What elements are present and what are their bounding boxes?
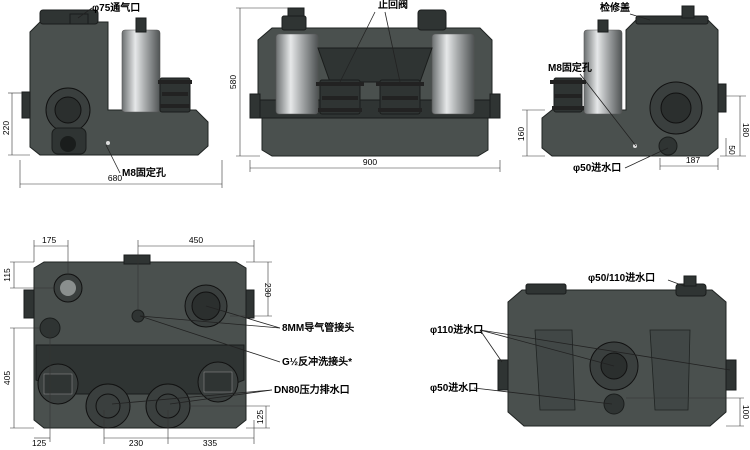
label-check-valve: 止回阀 [378, 0, 408, 11]
label-m8-right: M8固定孔 [548, 61, 592, 74]
label-m8-left: M8固定孔 [122, 166, 166, 179]
label-dn80: DN80压力排水口 [274, 383, 350, 396]
view-back: φ50/110进水口 φ110进水口 φ50进水口 100 [430, 271, 750, 427]
view-right-side: 检修盖 M8固定孔 φ50进水口 160 180 50 187 [516, 1, 750, 174]
dim-230b: 230 [129, 438, 143, 448]
dim-680: 680 [108, 173, 122, 183]
dim-580: 580 [228, 75, 238, 89]
dim-335: 335 [203, 438, 217, 448]
view-front: 止回阀 580 900 [228, 0, 501, 172]
dim-180: 180 [741, 123, 750, 137]
dim-175: 175 [42, 235, 56, 245]
dim-125b: 125 [255, 410, 265, 424]
label-inlet50-side: φ50进水口 [430, 381, 478, 394]
label-vent: φ75通气口 [92, 1, 140, 14]
label-flush: G½反冲洗接头* [282, 355, 352, 368]
check-valve-left-icon [158, 77, 192, 113]
dim-160: 160 [516, 127, 526, 141]
check-valve-2-icon [376, 79, 424, 115]
check-valve-1-icon [316, 79, 364, 115]
dim-230: 230 [263, 283, 273, 297]
label-inlet110: φ110进水口 [430, 323, 483, 336]
dim-900: 900 [363, 157, 377, 167]
label-inlet50-110: φ50/110进水口 [588, 271, 655, 284]
dim-450: 450 [189, 235, 203, 245]
view-top: 8MM导气管接头 G½反冲洗接头* DN80压力排水口 175 450 115 … [2, 235, 354, 448]
dim-405: 405 [2, 371, 12, 385]
dim-100: 100 [741, 405, 750, 419]
label-inlet50-front: φ50进水口 [573, 161, 621, 174]
check-valve-right-icon [550, 77, 586, 113]
dim-220: 220 [1, 121, 11, 135]
dim-125a: 125 [32, 438, 46, 448]
dim-187: 187 [686, 155, 700, 165]
view-left-front: φ75通气口 M8固定孔 680 220 [1, 1, 223, 188]
label-air-pipe: 8MM导气管接头 [282, 321, 354, 334]
label-inspection-cover: 检修盖 [600, 1, 630, 14]
dim-115: 115 [2, 268, 12, 282]
dim-50: 50 [727, 145, 737, 155]
